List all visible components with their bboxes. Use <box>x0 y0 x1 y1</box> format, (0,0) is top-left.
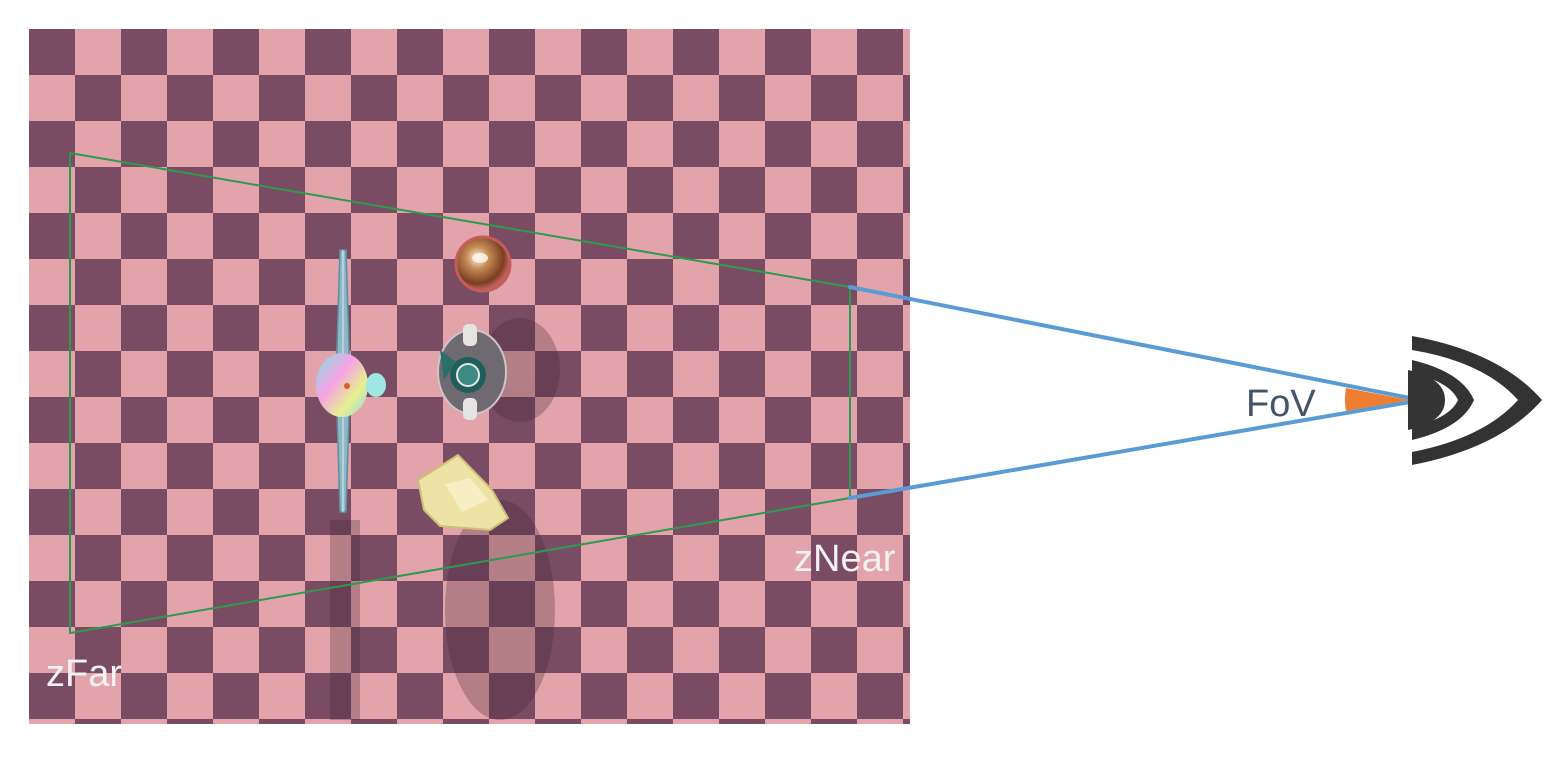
upper-view-ray <box>848 285 1412 400</box>
znear-label: zNear <box>794 538 896 580</box>
iridescent-blob-object <box>316 353 386 417</box>
eye-icon <box>1408 336 1542 465</box>
view-rays <box>848 285 1412 500</box>
fov-angle-marker <box>1344 388 1410 411</box>
lower-view-ray <box>848 400 1412 500</box>
yellow-prism-object <box>416 453 510 532</box>
zfar-label: zFar <box>46 653 122 695</box>
fov-label: FoV <box>1246 383 1316 425</box>
metal-sphere-object <box>454 235 512 293</box>
scene-render: zFar zNear <box>29 29 910 724</box>
figure-object <box>437 324 507 420</box>
